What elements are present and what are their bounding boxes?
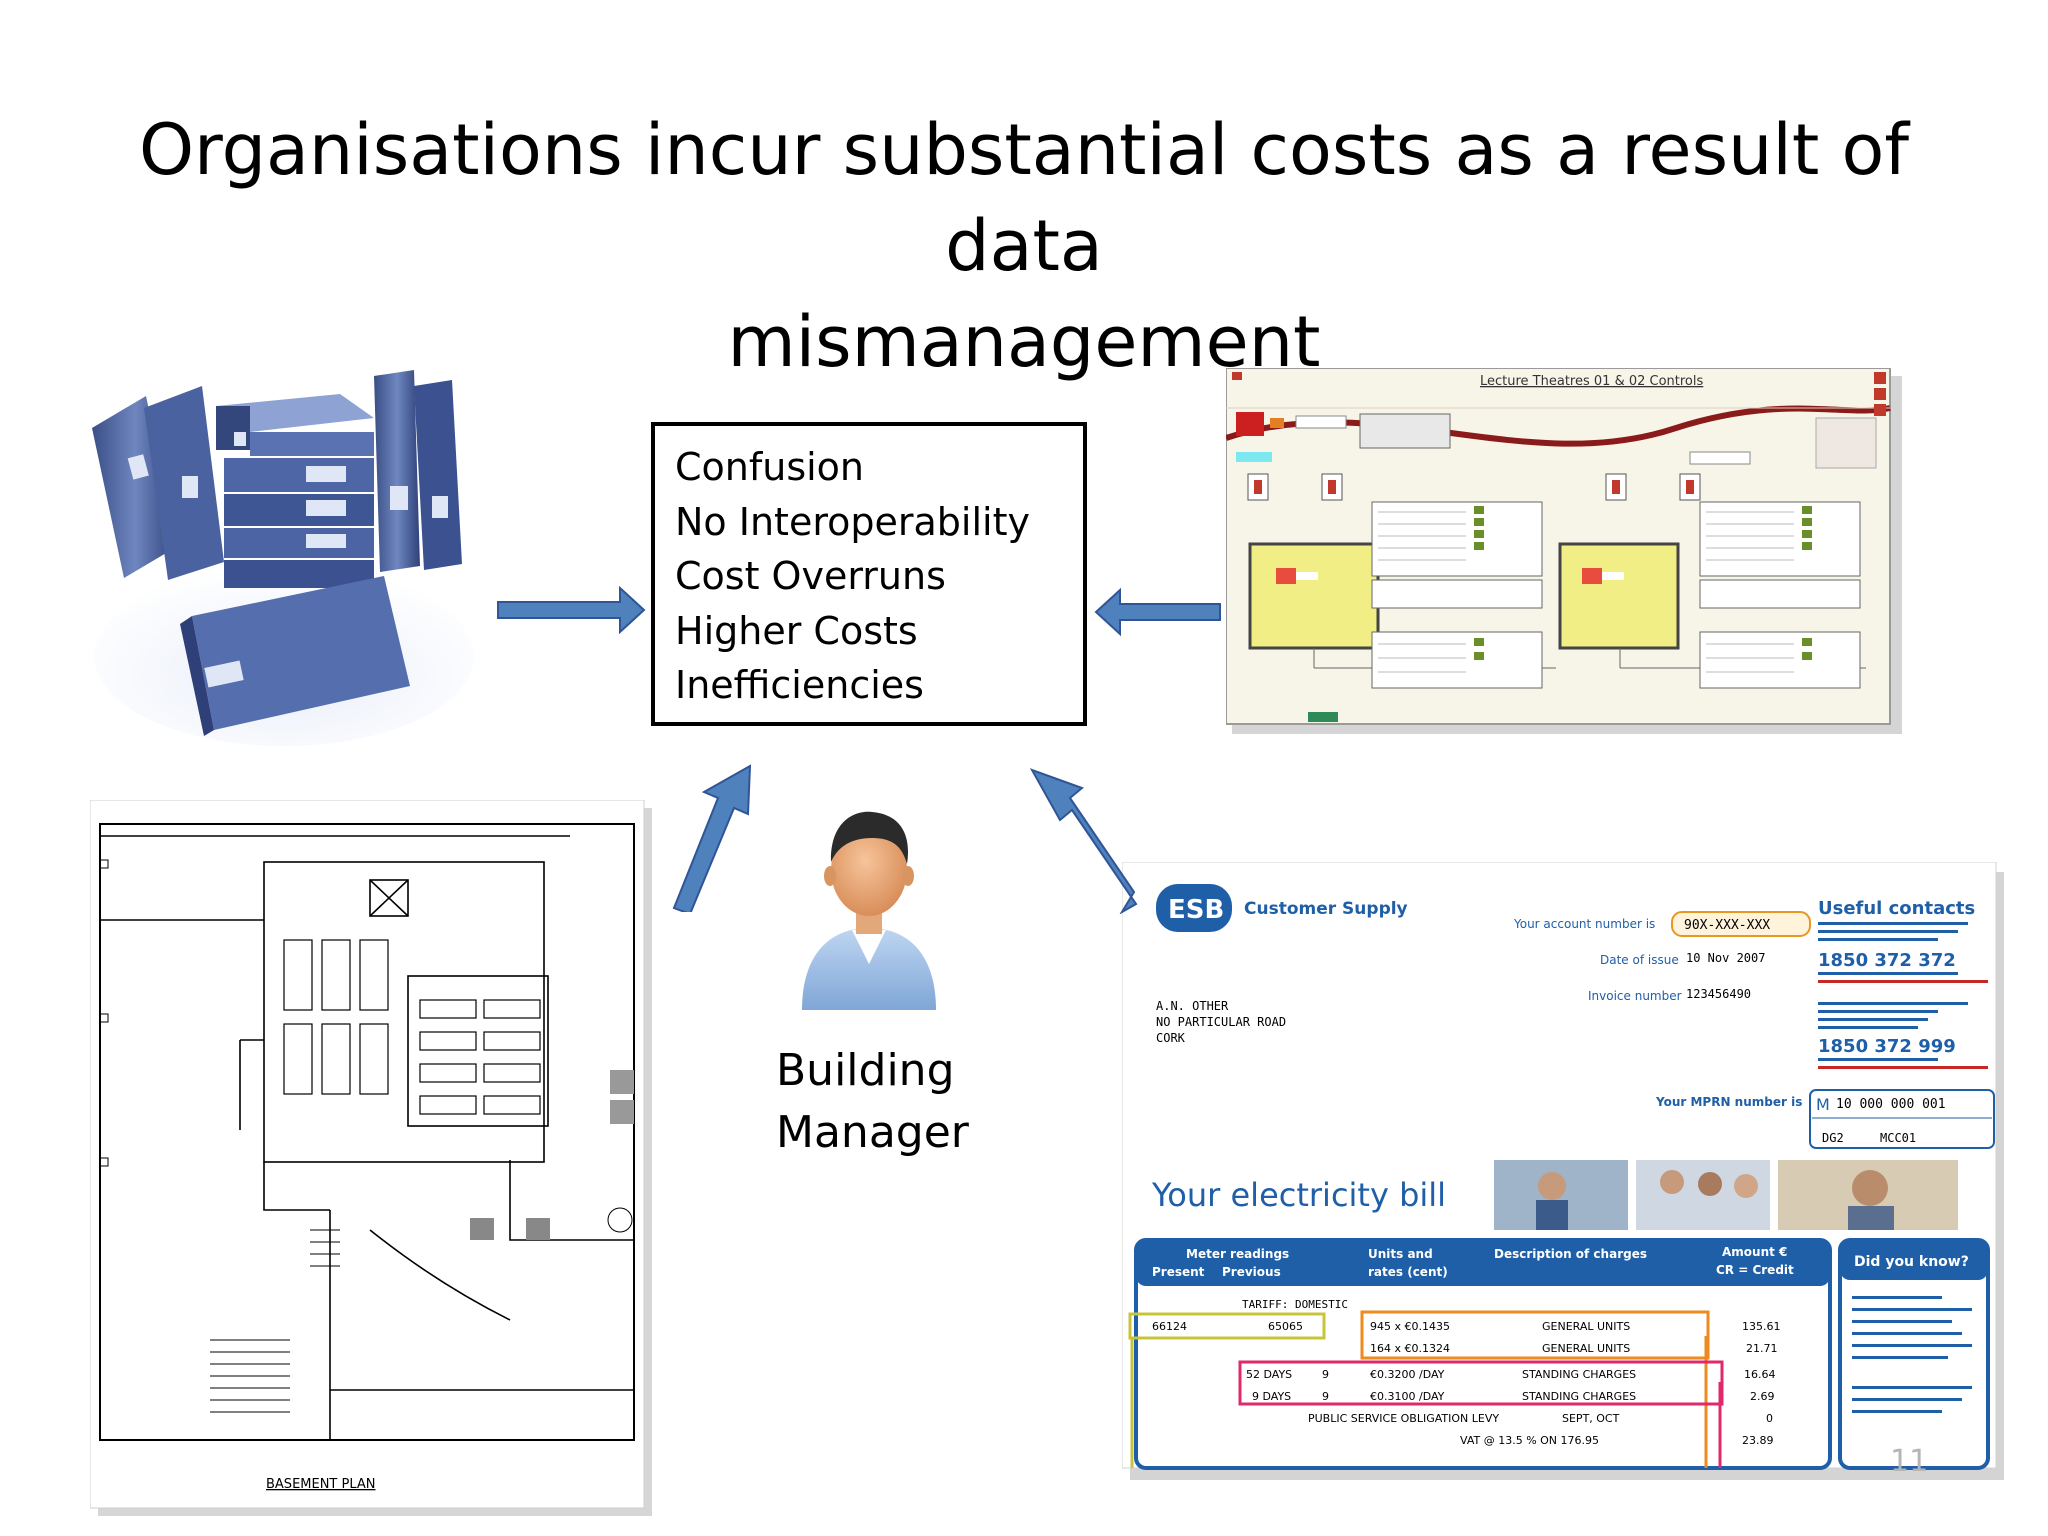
floor-plan-desks [283,939,541,1115]
bms-room-left [1247,473,1556,669]
esb-logo [1156,884,1232,932]
binder-front [180,576,410,736]
bill-heading: Your electricity bill [1151,1176,1446,1214]
bill-row-5-rate: PUBLIC SERVICE OBLIGATION LEVY [1308,1412,1499,1425]
problem-no-interoperability: No Interoperability [675,499,1030,544]
bill-row-4-rate: €0.3100 /DAY [1370,1390,1445,1403]
bill-useful-contacts: Useful contacts [1818,898,1975,919]
floor-plan-stairs [210,1229,340,1413]
arrow-up-right-icon [672,764,752,912]
binder-left-1 [92,396,178,578]
binder-stack [216,394,374,588]
bill-invoice-label: Invoice number [1588,989,1682,1003]
bill-row-3-present: 52 DAYS [1246,1368,1292,1381]
electricity-bill-image: ESB Customer Supply Your account number … [1122,862,2004,1480]
bill-mprn-value: 10 000 000 001 [1836,1097,1946,1112]
bill-row-1-amount: 135.61 [1742,1320,1781,1333]
person-icon [802,811,936,1010]
bill-row-4-desc: STANDING CHARGES [1522,1390,1636,1403]
bill-row-5-desc: SEPT, OCT [1562,1412,1620,1425]
manager-label-line-2: Manager [776,1107,969,1158]
problem-confusion: Confusion [675,445,865,489]
binder-right-1 [374,370,420,572]
bill-row-3-previous: 9 [1322,1368,1329,1381]
bill-customer-supply: Customer Supply [1244,899,1408,919]
basement-floor-plan: BASEMENT PLAN [90,800,652,1516]
bill-mcc: MCC01 [1880,1131,1916,1145]
problems-box: Confusion No Interoperability Cost Overr… [651,422,1087,726]
bill-account-label: Your account number is [1513,917,1655,931]
bms-panel-title: Lecture Theatres 01 & 02 Controls [1480,374,1703,389]
esb-logo-text: ESB [1168,895,1224,925]
bill-row-2-rate: 164 x €0.1324 [1370,1342,1450,1355]
slide-title-line-1: Organisations incur substantial costs as… [138,109,1910,287]
bill-issue-label: Date of issue [1600,953,1679,967]
bill-issue-date: 10 Nov 2007 [1686,951,1765,965]
bill-row-6-amount: 23.89 [1742,1434,1774,1447]
bill-col-rates: rates (cent) [1368,1265,1448,1279]
bill-col-description: Description of charges [1494,1247,1647,1261]
slide-title: Organisations incur substantial costs as… [80,102,1968,390]
bill-row-2-amount: 21.71 [1746,1342,1778,1355]
slide-page-number: 11 [1890,1444,1929,1479]
bill-mprn-label: Your MPRN number is [1655,1095,1802,1109]
bill-row-4-previous: 9 [1322,1390,1329,1403]
bill-did-you-know: Did you know? [1854,1254,1969,1270]
arrow-left-icon [1094,587,1221,637]
bill-address-2: NO PARTICULAR ROAD [1156,1015,1286,1029]
bill-invoice-number: 123456490 [1686,987,1751,1001]
floor-plan-caption: BASEMENT PLAN [266,1477,376,1492]
binder-left-2 [144,386,224,580]
problem-higher-costs: Higher Costs [675,608,918,653]
bill-row-2-desc: GENERAL UNITS [1542,1342,1630,1355]
bill-phone-1: 1850 372 372 [1818,950,1956,971]
bms-status-indicators [1474,506,1812,660]
bill-address-1: A.N. OTHER [1156,999,1229,1013]
svg-text:M: M [1816,1095,1830,1114]
bill-col-previous: Previous [1222,1265,1281,1279]
bill-dg: DG2 [1822,1131,1844,1145]
binder-right-2 [414,380,462,570]
bill-col-credit: CR = Credit [1716,1263,1794,1277]
bill-row-1-previous: 65065 [1268,1320,1303,1333]
bill-col-amount: Amount € [1722,1245,1787,1259]
bill-row-3-amount: 16.64 [1744,1368,1776,1381]
bill-account-number: 90X-XXX-XXX [1684,918,1770,933]
arrow-up-left-icon [1029,768,1138,914]
slide-title-line-2: mismanagement [727,301,1321,383]
bill-col-units: Units and [1368,1247,1433,1261]
bill-row-1-rate: 945 x €0.1435 [1370,1320,1450,1333]
bill-photo-strip [1494,1160,1958,1230]
bill-row-4-present: 9 DAYS [1252,1390,1291,1403]
bill-row-3-rate: €0.3200 /DAY [1370,1368,1445,1381]
bms-setpoint-tables [1371,501,1861,689]
bill-address-3: CORK [1156,1031,1186,1045]
bill-tariff: TARIFF: DOMESTIC [1242,1298,1348,1311]
bill-row-4-amount: 2.69 [1750,1390,1775,1403]
binders-image [92,370,474,746]
problem-inefficiencies: Inefficiencies [675,663,924,707]
bill-row-1-desc: GENERAL UNITS [1542,1320,1630,1333]
manager-label-line-1: Building [776,1045,955,1096]
building-manager-label: Building Manager [776,1040,969,1164]
bill-col-meter: Meter readings [1186,1247,1289,1261]
bill-row-3-desc: STANDING CHARGES [1522,1368,1636,1381]
bill-col-present: Present [1152,1265,1205,1279]
bms-control-screenshot: Lecture Theatres 01 & 02 Controls [1226,368,1902,734]
arrow-right-icon [497,585,646,635]
problem-cost-overruns: Cost Overruns [675,554,946,598]
bill-phone-2: 1850 372 999 [1818,1036,1956,1057]
bill-row-5-amount: 0 [1766,1412,1773,1425]
bill-row-6-rate: VAT @ 13.5 % ON 176.95 [1460,1434,1599,1447]
bill-row-1-present: 66124 [1152,1320,1187,1333]
bms-room-right [1558,473,1866,669]
